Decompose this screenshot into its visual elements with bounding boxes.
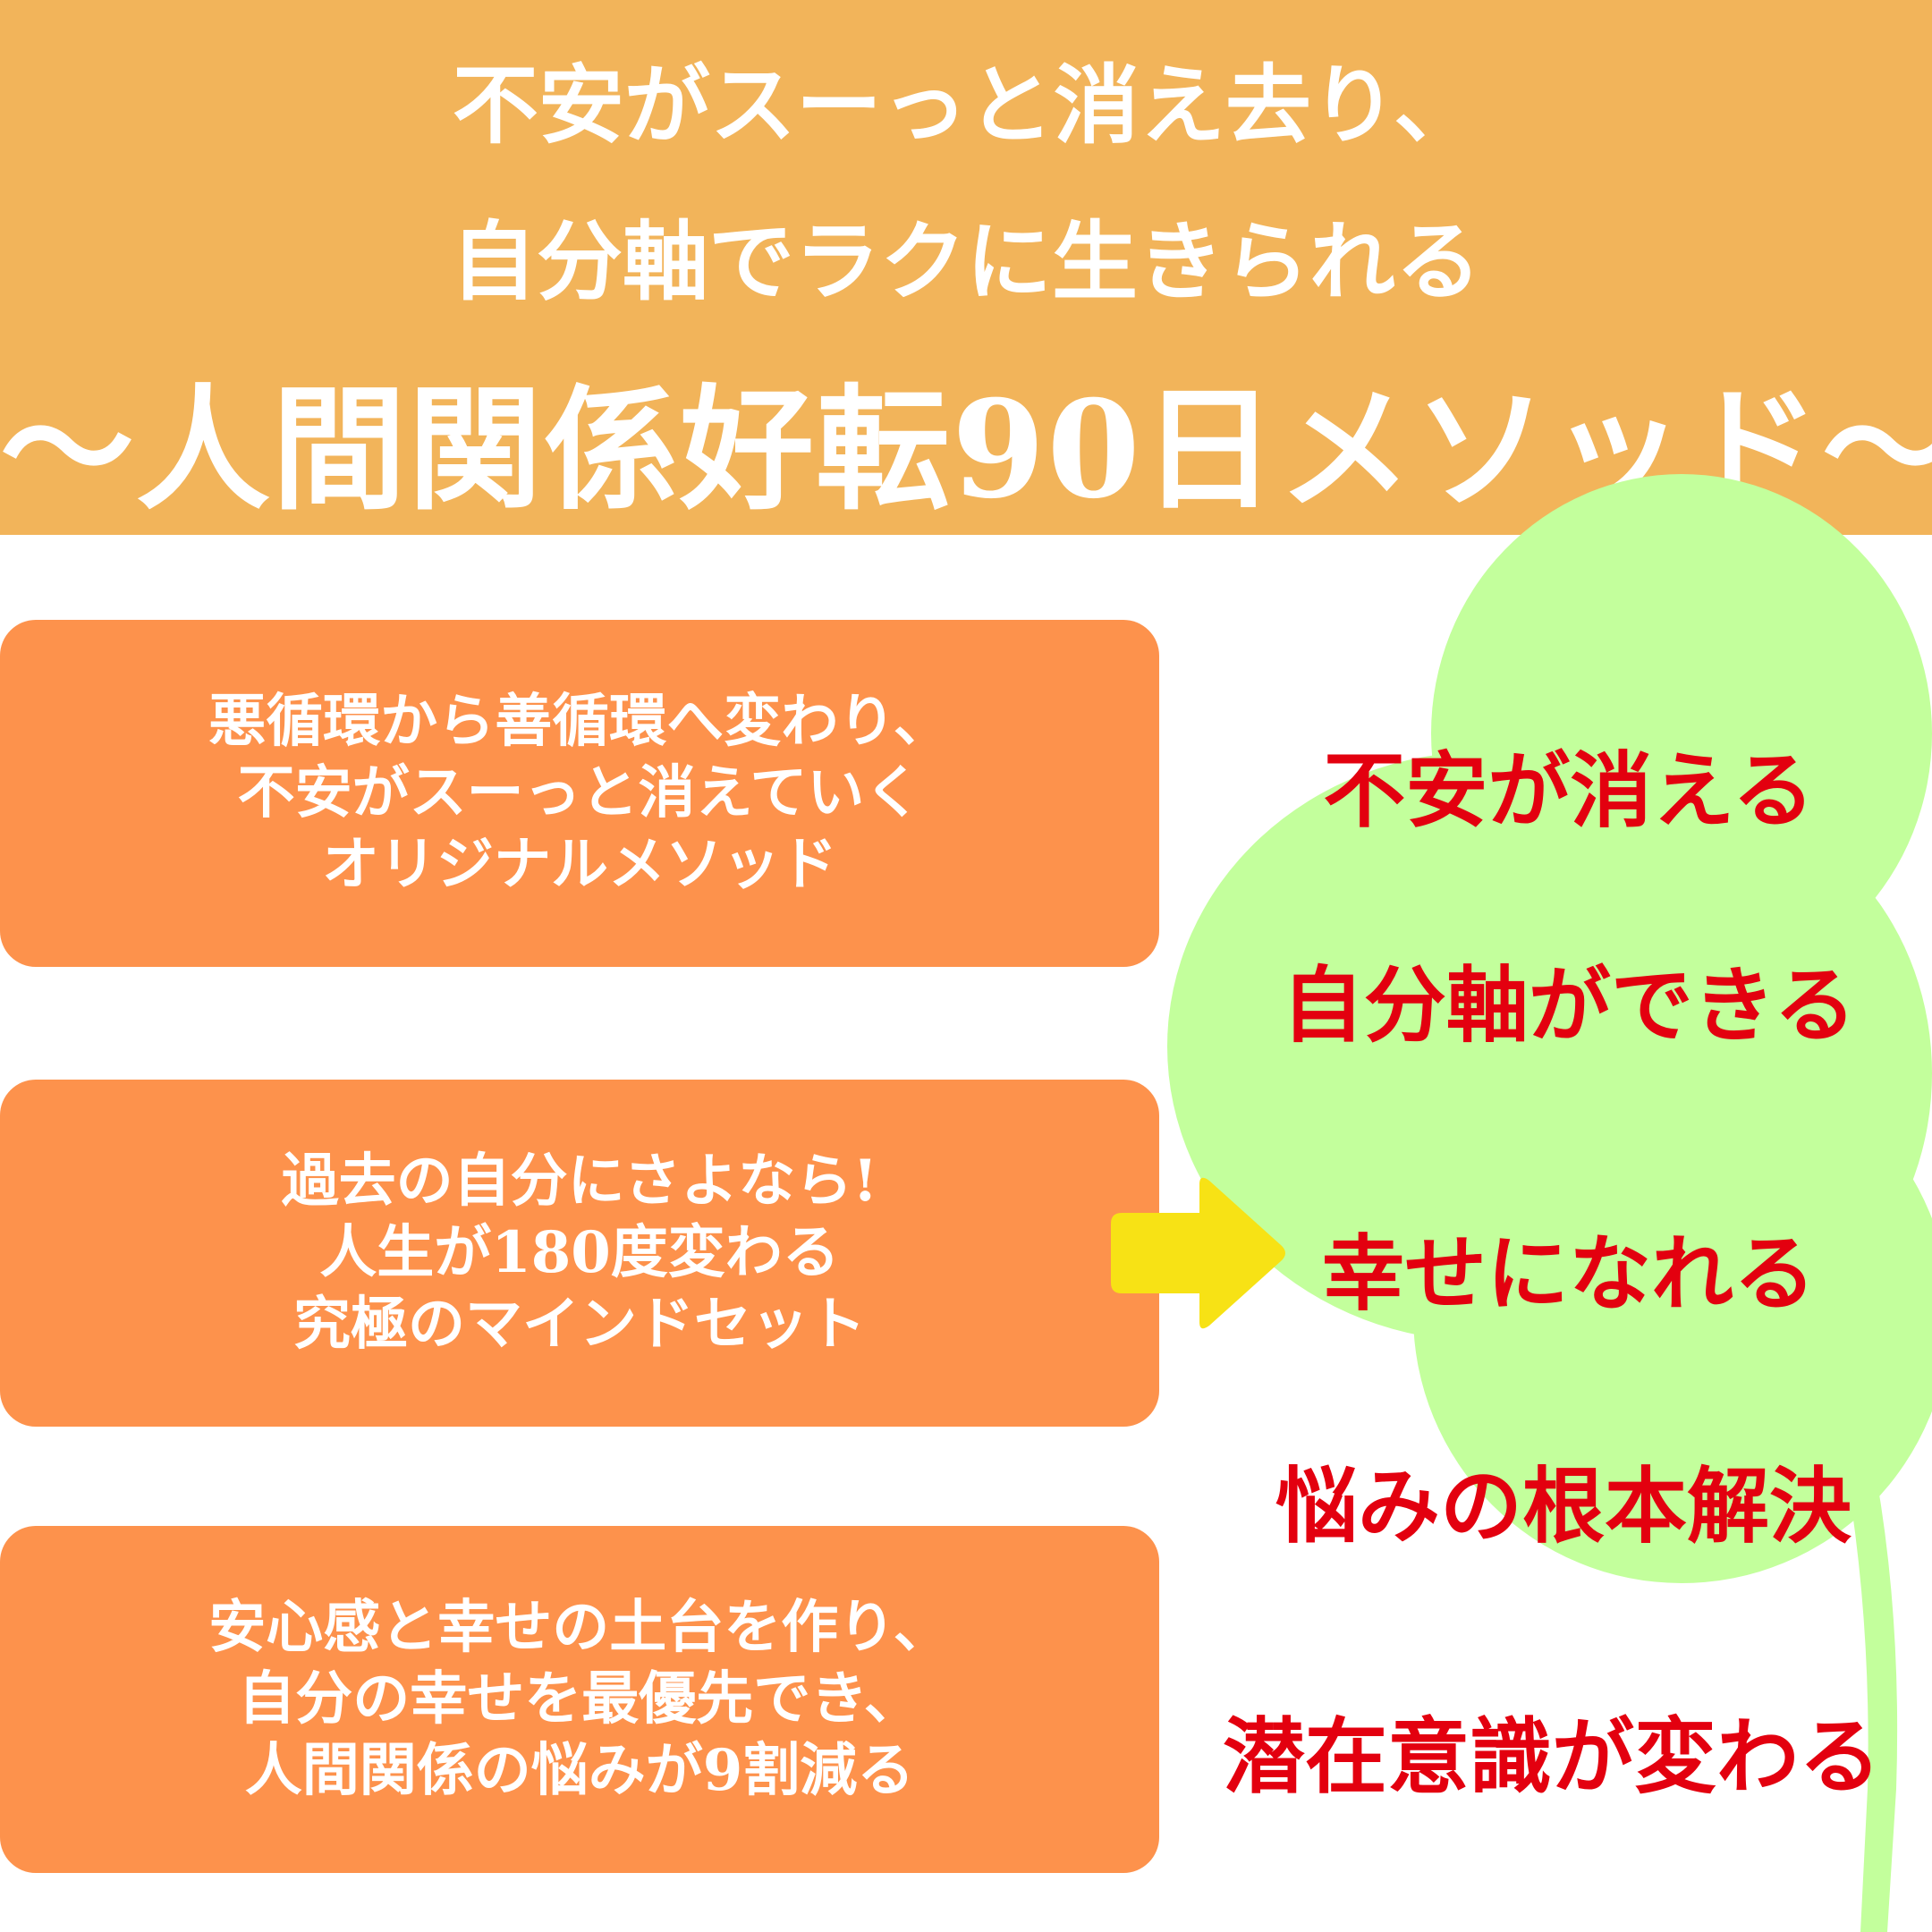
header-banner: 不安がスーっと消え去り、 自分軸でラクに生きられる ～人間関係好転90日メソッド… [0, 0, 1932, 535]
feature-box-3-line-2: 自分の幸せを最優先でき、 [238, 1665, 921, 1733]
feature-box-1-line-2: 不安がスーっと消えていく [237, 759, 922, 826]
benefit-3: 幸せになれる [1321, 1225, 1816, 1322]
feature-box-2-line-2: 人生が180度変わる [319, 1219, 840, 1286]
feature-box-3-line-1: 安心感と幸せの土台を作り、 [208, 1594, 951, 1661]
benefit-4: 悩みの根本解決 [1275, 1458, 1852, 1555]
arrow-right-icon [1111, 1177, 1285, 1329]
benefit-2: 自分軸ができる [1281, 957, 1857, 1054]
feature-box-1: 悪循環から善循環へ変わり、 不安がスーっと消えていく オリジナルメソッド [0, 620, 1159, 967]
header-line-1: 不安がスーっと消え去り、 [452, 55, 1480, 156]
header-line-2: 自分軸でラクに生きられる [451, 211, 1481, 312]
feature-box-3-line-3: 人間関係の悩みが9割減る [244, 1737, 915, 1804]
feature-box-1-line-1: 悪循環から善循環へ変わり、 [208, 688, 951, 755]
feature-box-3: 安心感と幸せの土台を作り、 自分の幸せを最優先でき、 人間関係の悩みが9割減る [0, 1526, 1159, 1873]
feature-box-2-line-3: 究極のマインドセット [293, 1291, 866, 1358]
benefit-5: 潜在意識が変わる [1222, 1708, 1881, 1805]
benefit-1: 不安が消える [1323, 742, 1815, 839]
feature-box-2: 過去の自分にさよなら! 人生が180度変わる 究極のマインドセット [0, 1080, 1159, 1427]
feature-box-2-line-1: 過去の自分にさよなら! [281, 1148, 878, 1215]
feature-box-1-line-3: オリジナルメソッド [322, 831, 837, 898]
